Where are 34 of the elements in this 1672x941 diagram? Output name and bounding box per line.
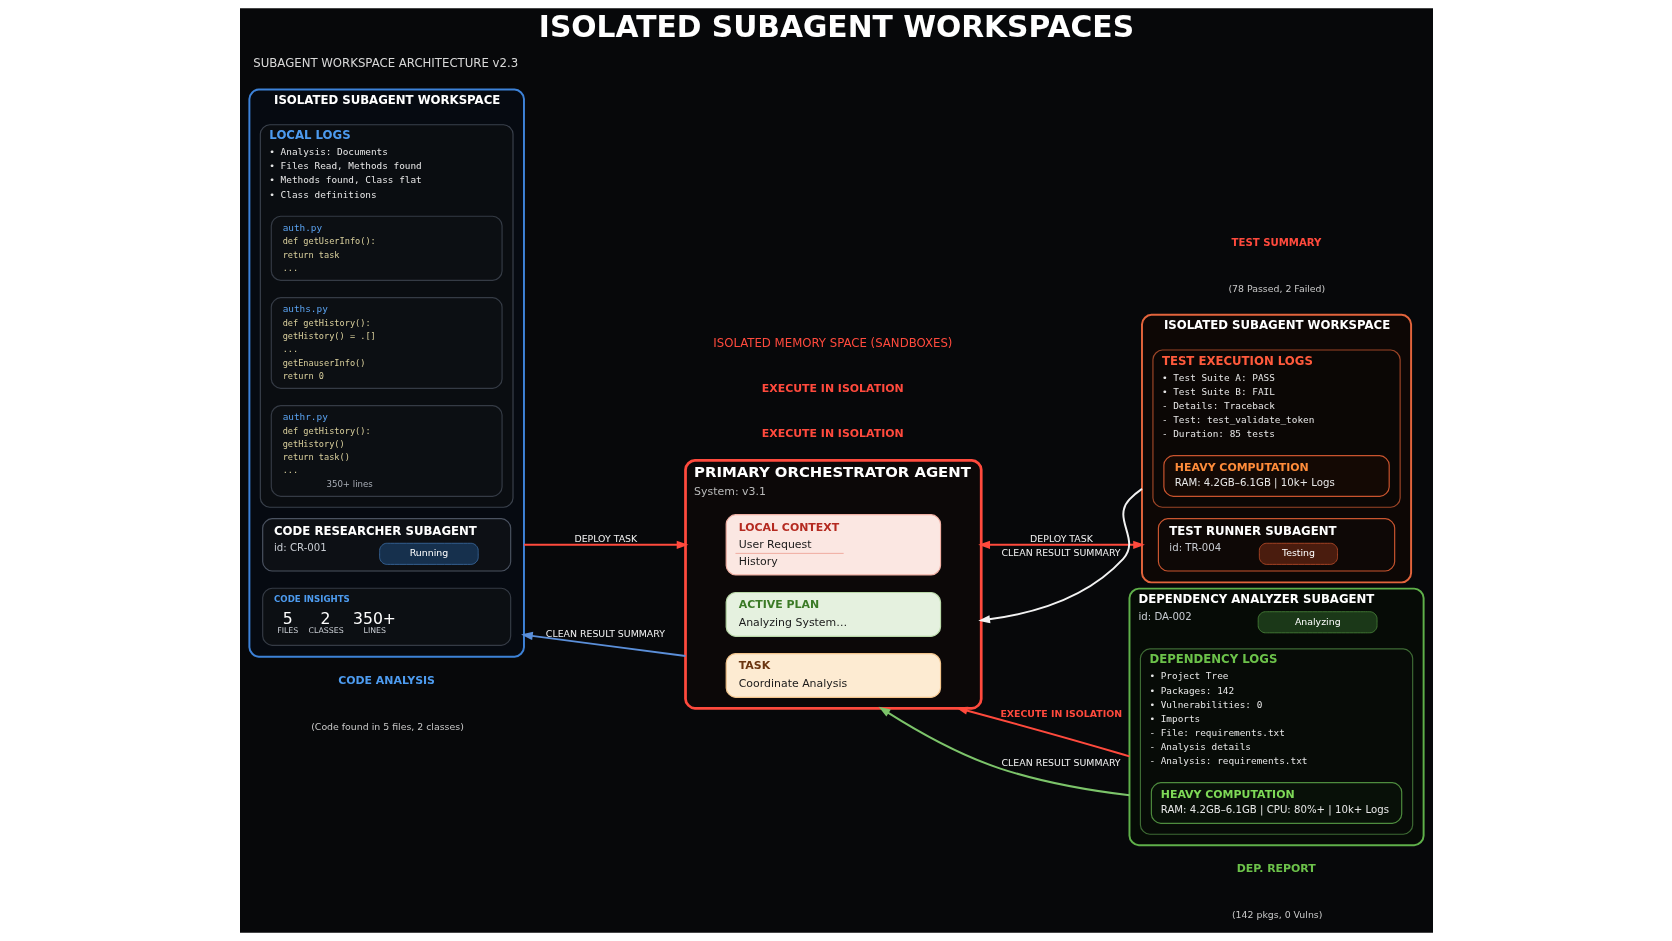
label: CODE ANALYSIS — [337, 673, 435, 687]
node-box: auth.py def getUserInfo(): return task ... — [270, 215, 503, 281]
node-box: LOCAL CONTEXT User Request History — [725, 514, 941, 576]
label: EXECUTE IN ISOLATION — [761, 427, 904, 441]
arrow — [520, 631, 686, 658]
node-box: TASK Coordinate Analysis — [725, 652, 941, 698]
node-box: TEST RUNNER SUBAGENT id: TR-004 Testing — [1157, 518, 1395, 572]
node-box: HEAVY COMPUTATION RAM: 4.2GB–6.1GB | CPU: 80%+ | 10k+ Logs — [1150, 782, 1402, 824]
label: SUBAGENT WORKSPACE ARCHITECTURE v2.3 — [252, 56, 518, 71]
arrow — [878, 706, 1130, 797]
diagram-title: ISOLATED SUBAGENT WORKSPACES — [538, 9, 1134, 45]
node-box: HEAVY COMPUTATION RAM: 4.2GB–6.1GB | 10k+ Logs — [1162, 455, 1390, 497]
node-box: CODE INSIGHTS 5 FILES 2 CLASSES 350+ LINES — [261, 587, 511, 646]
edge-label: CLEAN RESULT SUMMARY — [1001, 547, 1121, 559]
edge-label: DEPLOY TASK — [1029, 533, 1093, 545]
arrow — [955, 706, 1130, 758]
label: (Code found in 5 files, 2 classes) — [310, 720, 464, 732]
label: TEST SUMMARY — [1231, 237, 1321, 249]
label: DEP. REPORT — [1236, 862, 1316, 876]
label: (142 pkgs, 0 Vulns) — [1231, 909, 1322, 921]
edge-label: CLEAN RESULT SUMMARY — [1001, 756, 1121, 768]
node-box: CODE RESEARCHER SUBAGENT id: CR-001 Running — [261, 518, 511, 572]
edge-label: DEPLOY TASK — [573, 533, 637, 545]
label: ISOLATED MEMORY SPACE (SANDBOXES) — [712, 336, 952, 351]
edge-label: EXECUTE IN ISOLATION — [999, 707, 1122, 719]
arrow — [977, 487, 1143, 624]
node-box: auths.py def getHistory(): getHistory() = .[] ... getEnauserInfo() return 0 — [270, 297, 503, 389]
edge-label: CLEAN RESULT SUMMARY — [545, 627, 665, 639]
arrow — [522, 540, 688, 549]
arrow — [977, 540, 1145, 549]
label: (78 Passed, 2 Failed) — [1227, 283, 1325, 295]
node-box: authr.py def getHistory(): getHistory() return task() ... 350+ lines — [270, 405, 503, 497]
label: EXECUTE IN ISOLATION — [761, 382, 904, 396]
node-box: ACTIVE PLAN Analyzing System… — [725, 591, 941, 637]
